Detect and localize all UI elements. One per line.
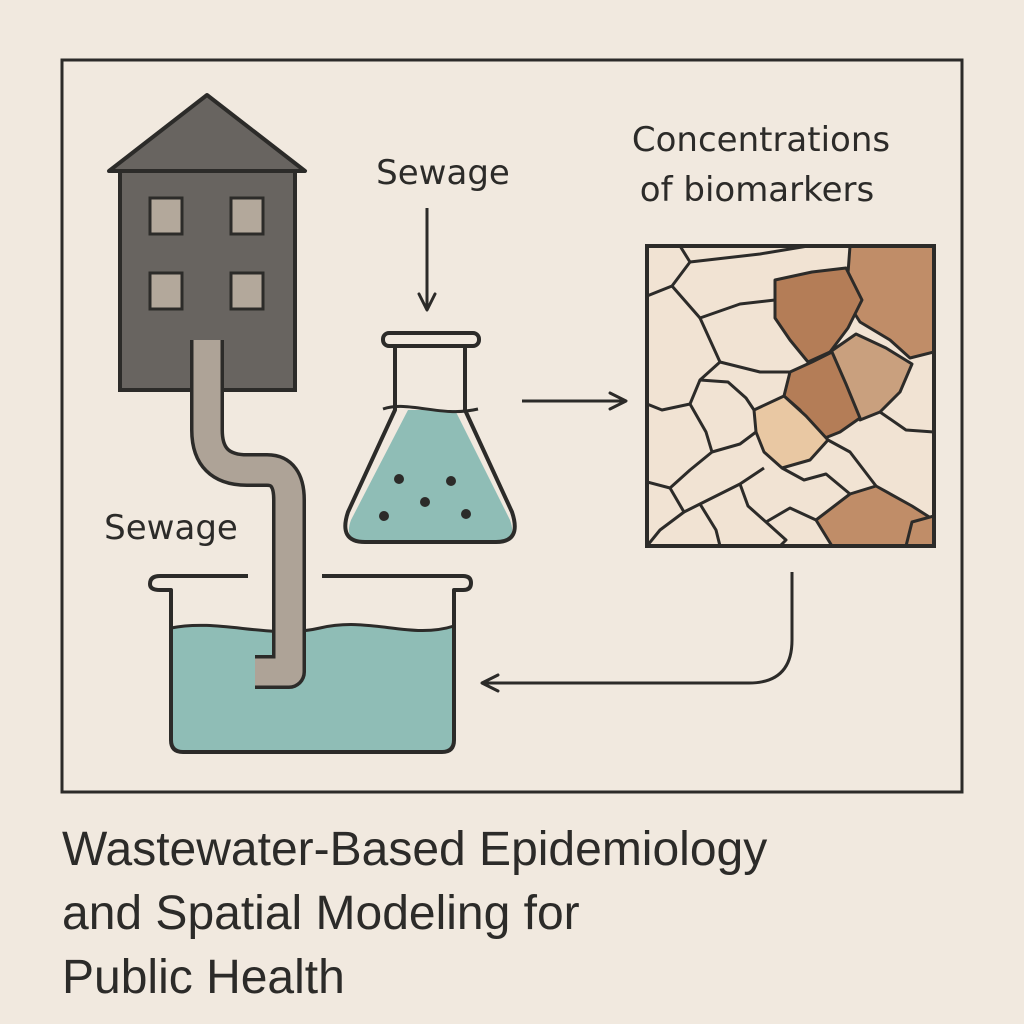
label-sewage-left: Sewage bbox=[104, 508, 238, 548]
label-concentrations-line2: of biomarkers bbox=[640, 170, 874, 210]
title-line-2: and Spatial Modeling for bbox=[62, 887, 580, 940]
page-title: Wastewater-Based Epidemiology and Spatia… bbox=[62, 818, 1002, 1010]
diagram-frame bbox=[60, 58, 964, 794]
basin-icon bbox=[148, 574, 473, 754]
erlenmeyer-flask-icon bbox=[343, 331, 517, 544]
label-concentrations-line1: Concentrations bbox=[632, 120, 890, 160]
choropleth-map-icon bbox=[645, 244, 936, 548]
sewage-pipe bbox=[190, 340, 306, 689]
label-sewage-top: Sewage bbox=[376, 153, 510, 193]
title-line-3: Public Health bbox=[62, 951, 345, 1004]
arrow-map-to-basin bbox=[480, 572, 794, 693]
wbe-diagram: Sewage Sewage Concentrations of biomarke… bbox=[60, 58, 964, 794]
title-line-1: Wastewater-Based Epidemiology bbox=[62, 823, 768, 876]
